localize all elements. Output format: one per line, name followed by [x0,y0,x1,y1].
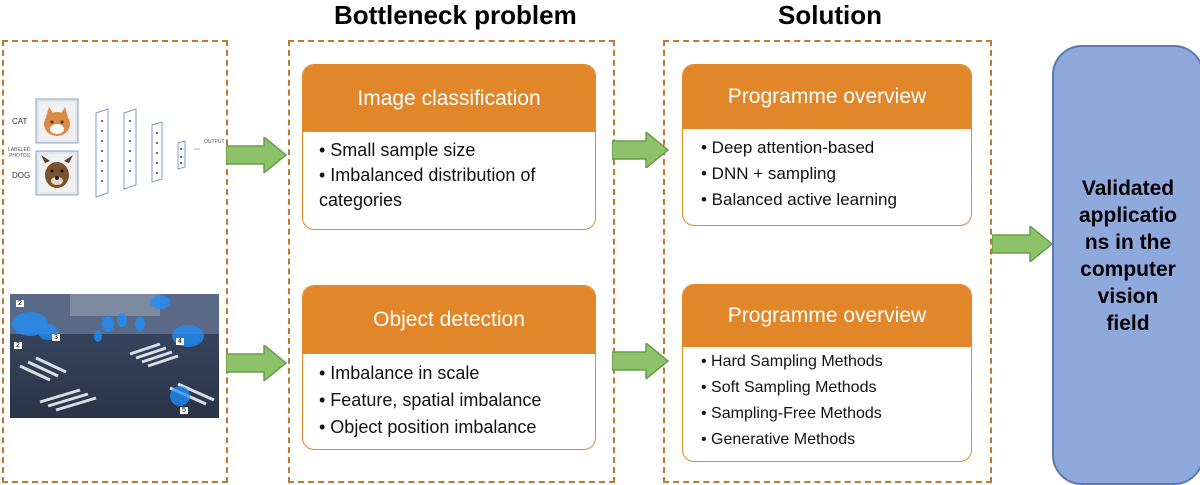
labeled-label: LABELED [8,147,31,153]
bottleneck-panel [288,40,615,483]
image-classification-title: Image classification [303,65,595,132]
detection-tag: 5 [180,407,188,414]
detection-illustration: 2 2 3 4 5 [10,294,219,418]
solution-top-items: • Deep attention-based • DNN + sampling … [683,129,971,213]
dog-photo [35,150,79,196]
bottleneck-heading: Bottleneck problem [334,0,577,30]
list-item: • Deep attention-based [701,138,875,157]
detection-tag: 3 [52,334,60,341]
input-panel [2,40,228,483]
solution-bottom-items: • Hard Sampling Methods • Soft Sampling … [683,347,971,453]
classification-illustration: CAT LABELED PHOTOS DOG OUTPUT [8,95,225,215]
detection-tag: 2 [14,342,22,349]
solution-card-bottom: Programme overview • Hard Sampling Metho… [682,284,972,462]
object-detection-title: Object detection [303,286,595,354]
solution-card-top: Programme overview • Deep attention-base… [682,64,972,226]
list-item: • Soft Sampling Methods [701,379,877,396]
solution-top-title: Programme overview [683,65,971,129]
solution-panel [663,40,992,483]
arrow-classification-to-solution [612,132,670,168]
arrow-input-to-detection [226,345,288,381]
detection-tag: 4 [176,338,184,345]
detection-tag: 2 [16,300,24,307]
image-classification-card: Image classification • Small sample size… [302,64,596,230]
solution-bottom-title: Programme overview [683,285,971,347]
cat-photo [35,98,79,144]
image-classification-items: • Small sample size • Imbalanced distrib… [303,132,595,213]
network-nodes [101,120,182,182]
arrow-solution-to-result [992,226,1054,262]
street-scene [10,294,219,418]
list-item: • Sampling-Free Methods [701,405,882,422]
list-item: • Generative Methods [701,431,856,448]
cat-label: CAT [12,117,28,126]
arrow-input-to-classification [226,137,288,173]
object-detection-card: Object detection • Imbalance in scale • … [302,285,596,450]
output-label: OUTPUT [204,139,225,145]
list-item: • Balanced active learning [701,190,897,209]
list-item: • DNN + sampling [701,164,836,183]
list-item: • Object position imbalance [319,417,537,437]
list-item: • Feature, spatial imbalance [319,390,542,410]
neural-network-graphic [35,98,200,198]
dog-label: DOG [12,171,31,180]
solution-heading: Solution [778,0,882,30]
list-item: • Imbalanced distribution of [319,165,536,185]
list-item: • Imbalance in scale [319,363,480,383]
list-item: categories [319,190,403,210]
list-item: • Hard Sampling Methods [701,353,883,370]
result-box: Validated applicatio ns in the computer … [1052,45,1200,485]
arrow-detection-to-solution [612,343,670,379]
photos-label: PHOTOS [9,153,31,159]
object-detection-items: • Imbalance in scale • Feature, spatial … [303,354,595,441]
result-text: Validated applicatio ns in the computer … [1078,177,1178,335]
list-item: • Small sample size [319,140,476,160]
network-layers [95,108,200,198]
